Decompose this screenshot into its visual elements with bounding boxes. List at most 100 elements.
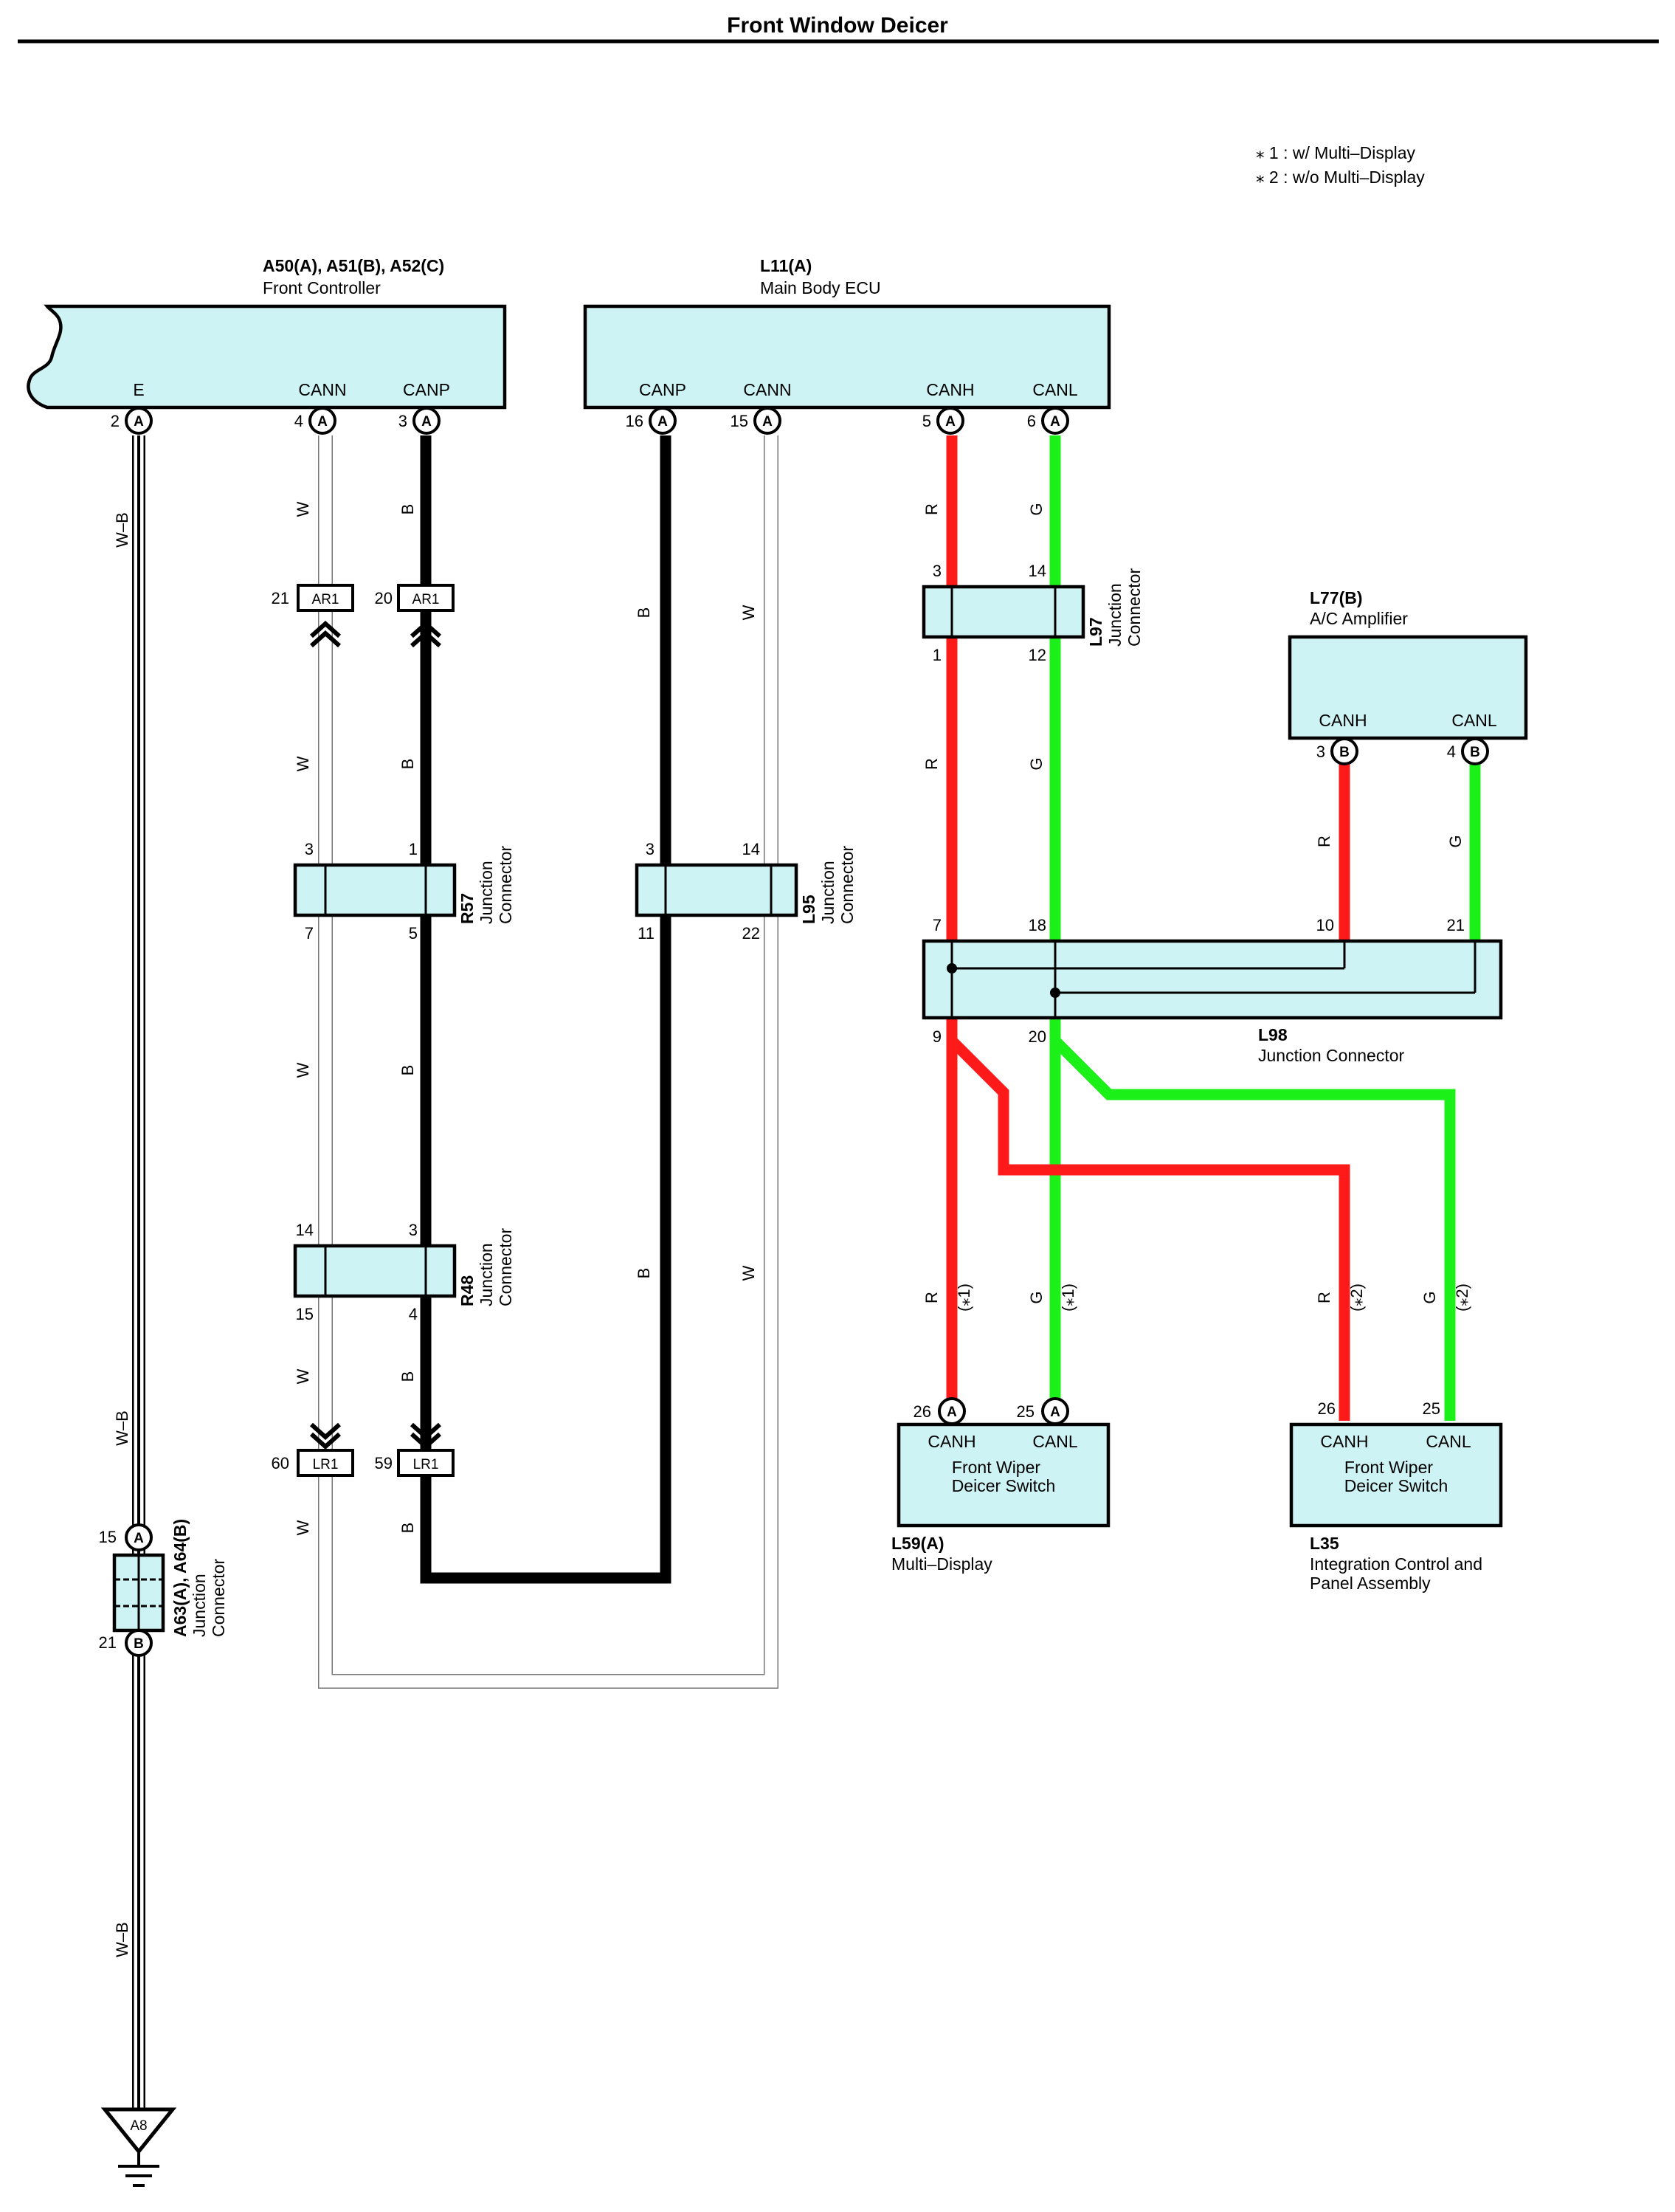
wire-black-canp xyxy=(420,435,671,1584)
main-body-ecu-name: Main Body ECU xyxy=(760,278,881,297)
multi-display-name: Multi–Display xyxy=(891,1554,992,1574)
main-body-ecu: L11(A) Main Body ECU CANP CANN CANH CANL xyxy=(583,256,1111,410)
wire-green-branch xyxy=(1051,1036,1456,1421)
pin-number: 6 xyxy=(1027,412,1036,430)
pin-number: 20 xyxy=(375,589,393,607)
pin-number: 21 xyxy=(1447,916,1465,934)
ground-label: A8 xyxy=(130,2118,147,2134)
junction-r57: 3 1 7 5 R57 Junction Connector xyxy=(293,840,515,943)
pin-label: CANH xyxy=(926,380,974,399)
pin-circle: B xyxy=(125,1629,153,1657)
pin-circle: B 3 xyxy=(1316,737,1358,765)
a63-code: A63(A), A64(B) xyxy=(170,1519,190,1637)
l98-code: L98 xyxy=(1258,1025,1288,1044)
integration-panel-name-1: Integration Control and xyxy=(1310,1554,1482,1574)
r57-name-1: Junction xyxy=(477,861,496,924)
pin-number: 14 xyxy=(296,1221,314,1239)
pin-number: 3 xyxy=(646,840,655,858)
pin-number: 26 xyxy=(1318,1399,1336,1418)
pin-circle: A 2 xyxy=(111,407,153,435)
r48-code: R48 xyxy=(457,1275,477,1306)
front-controller-name: Front Controller xyxy=(263,278,381,297)
wire-color-label: W–B xyxy=(113,1410,131,1446)
l98-name: Junction Connector xyxy=(1258,1046,1405,1065)
pin-number: 10 xyxy=(1316,916,1334,934)
wire-color-label: B xyxy=(398,1523,417,1534)
svg-text:A: A xyxy=(421,414,432,430)
front-controller: A50(A), A51(B), A52(C) Front Controller … xyxy=(27,256,507,410)
wire-color-label: R xyxy=(922,758,941,770)
svg-text:B: B xyxy=(134,1636,144,1652)
pin-number: 21 xyxy=(99,1633,117,1652)
wire-color-label: W xyxy=(294,1520,312,1535)
wire-color-label: B xyxy=(398,504,417,515)
wire-color-label: G xyxy=(1446,835,1465,847)
junction-l97: 3 14 1 12 L97 Junction Connector xyxy=(922,562,1144,664)
note-1: ⁎ 1 : w/ Multi–Display xyxy=(1256,143,1416,162)
pin-number: 2 xyxy=(111,412,120,430)
pin-number: 22 xyxy=(742,924,760,943)
pin-circle: A xyxy=(125,1523,153,1551)
pin-number: 59 xyxy=(375,1454,393,1472)
pin-number: 1 xyxy=(409,840,418,858)
svg-text:A: A xyxy=(1050,1405,1060,1420)
pin-number: 7 xyxy=(305,924,314,943)
pin-number: 5 xyxy=(922,412,931,430)
svg-text:A: A xyxy=(1050,414,1060,430)
pin-circle: B 4 xyxy=(1447,737,1489,765)
svg-text:A: A xyxy=(657,414,668,430)
wire-white-cann xyxy=(318,435,778,1689)
inline-ar1-left: AR1 21 xyxy=(272,584,354,648)
wire-color-label: W xyxy=(294,756,312,771)
pin-number: 60 xyxy=(272,1454,289,1472)
wire-color-label: W xyxy=(739,1265,758,1281)
pin-number: 21 xyxy=(272,589,289,607)
pin-number: 3 xyxy=(1316,742,1325,761)
pin-number: 25 xyxy=(1423,1399,1440,1418)
ac-amplifier: L77(B) A/C Amplifier CANH CANL xyxy=(1288,588,1528,740)
wire-color-label: (⁎2) xyxy=(1453,1284,1471,1312)
inline-label: LR1 xyxy=(413,1457,439,1472)
pin-number: 1 xyxy=(933,646,942,664)
note-2: ⁎ 2 : w/o Multi–Display xyxy=(1256,168,1425,187)
integration-panel-inner-2: Deicer Switch xyxy=(1344,1476,1448,1495)
wire-color-label: (⁎2) xyxy=(1347,1284,1366,1312)
a63-name-2: Connector xyxy=(209,1559,228,1637)
integration-panel-code: L35 xyxy=(1310,1534,1339,1553)
l95-name-2: Connector xyxy=(838,846,857,924)
pin-label: CANH xyxy=(1320,1432,1368,1451)
wire-color-label: B xyxy=(398,1371,417,1382)
pin-number: 4 xyxy=(294,412,303,430)
ground-symbol: A8 xyxy=(100,2107,177,2187)
wire-color-label: W–B xyxy=(113,1922,131,1957)
pin-label: CANL xyxy=(1032,380,1078,399)
pin-number: 26 xyxy=(914,1402,931,1421)
pin-label: CANL xyxy=(1426,1432,1471,1451)
pin-number: 3 xyxy=(305,840,314,858)
pin-number: 7 xyxy=(933,916,942,934)
wire-color-label: B xyxy=(635,1268,653,1279)
splice-dot xyxy=(1050,988,1060,998)
integration-panel: CANH CANL Front Wiper Deicer Switch L35 … xyxy=(1289,1422,1503,1593)
junction-l98: 7 18 10 21 9 20 L98 Junction Connector xyxy=(922,916,1503,1065)
pin-number: 3 xyxy=(398,412,407,430)
r48-name-1: Junction xyxy=(477,1243,496,1306)
a63-name-1: Junction xyxy=(190,1574,209,1637)
pin-circle: A 16 xyxy=(626,407,677,435)
pin-number: 11 xyxy=(638,924,655,943)
multi-display-inner-1: Front Wiper xyxy=(952,1458,1040,1477)
ac-amplifier-code: L77(B) xyxy=(1310,588,1363,607)
pin-circle: A 5 xyxy=(922,407,964,435)
pin-number: 20 xyxy=(1029,1027,1046,1046)
pin-label: CANN xyxy=(298,380,346,399)
pin-label: E xyxy=(133,380,144,399)
pin-number: 14 xyxy=(742,840,760,858)
wire-red-branch xyxy=(947,1036,1350,1421)
pin-circle: A 25 xyxy=(1017,1397,1069,1425)
wire-color-labels: W–B W–B W–B W W W W W B B B B B B B W W … xyxy=(113,501,1471,1957)
wire-color-label: B xyxy=(398,1065,417,1076)
pin-number: 15 xyxy=(731,412,748,430)
l97-code: L97 xyxy=(1086,617,1105,647)
pin-circle: A 4 xyxy=(294,407,336,435)
svg-text:A: A xyxy=(134,414,144,430)
